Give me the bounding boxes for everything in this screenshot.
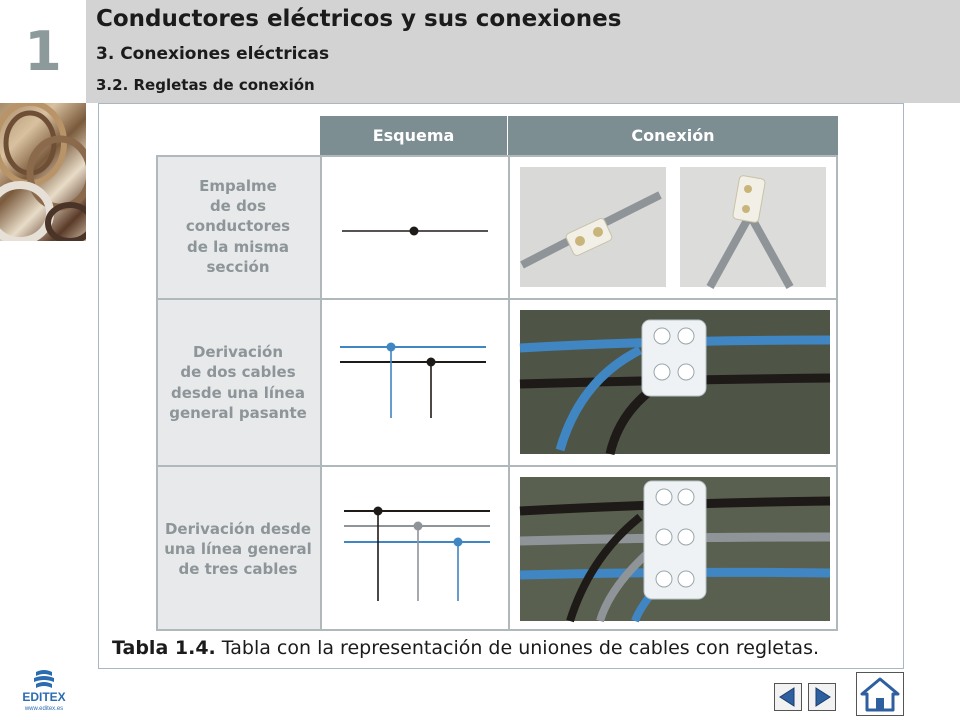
- column-header-conexion: Conexión: [508, 116, 838, 155]
- chapter-number-box: 1: [0, 0, 86, 103]
- row-label-text: Empalme de dos conductores de la misma s…: [185, 176, 291, 276]
- row-label-empalme: Empalme de dos conductores de la misma s…: [156, 155, 320, 298]
- section-title: 3. Conexiones eléctricas: [96, 44, 330, 64]
- editex-logo: EDITEX www.editex.es: [14, 668, 74, 712]
- schema-derivacion-tres: [320, 465, 508, 631]
- row-label-text: Derivación de dos cables desde una línea…: [169, 343, 307, 422]
- schema-empalme: [320, 155, 508, 298]
- photo-derivacion-dos: [508, 298, 838, 465]
- chapter-number: 1: [24, 20, 62, 83]
- column-header-esquema: Esquema: [320, 116, 508, 155]
- home-button[interactable]: [856, 672, 904, 716]
- logo-url: www.editex.es: [24, 706, 63, 712]
- photo-empalme: [508, 155, 838, 298]
- logo-text: EDITEX: [22, 690, 65, 704]
- left-arrow-icon: [779, 687, 795, 707]
- photo-derivacion-tres: [508, 465, 838, 631]
- caption-label: Tabla 1.4.: [112, 637, 216, 659]
- schema-derivacion-dos: [320, 298, 508, 465]
- row-label-derivacion-dos: Derivación de dos cables desde una línea…: [156, 298, 320, 465]
- table-caption: Tabla 1.4. Tabla con la representación d…: [112, 637, 819, 659]
- row-label-text: Derivación desde una línea general de tr…: [164, 519, 312, 579]
- home-icon: [860, 677, 900, 712]
- row-label-derivacion-tres: Derivación desde una línea general de tr…: [156, 465, 320, 631]
- cable-coils-photo: [0, 103, 86, 241]
- header-band: [86, 0, 960, 103]
- previous-slide-button[interactable]: [774, 683, 802, 711]
- subsection-title: 3.2. Regletas de conexión: [96, 76, 315, 94]
- right-arrow-icon: [815, 687, 831, 707]
- page-title: Conductores eléctricos y sus conexiones: [96, 6, 622, 32]
- regletas-table: Esquema Conexión Empalme de dos conducto…: [156, 116, 838, 631]
- next-slide-button[interactable]: [808, 683, 836, 711]
- caption-text: Tabla con la representación de uniones d…: [215, 637, 820, 659]
